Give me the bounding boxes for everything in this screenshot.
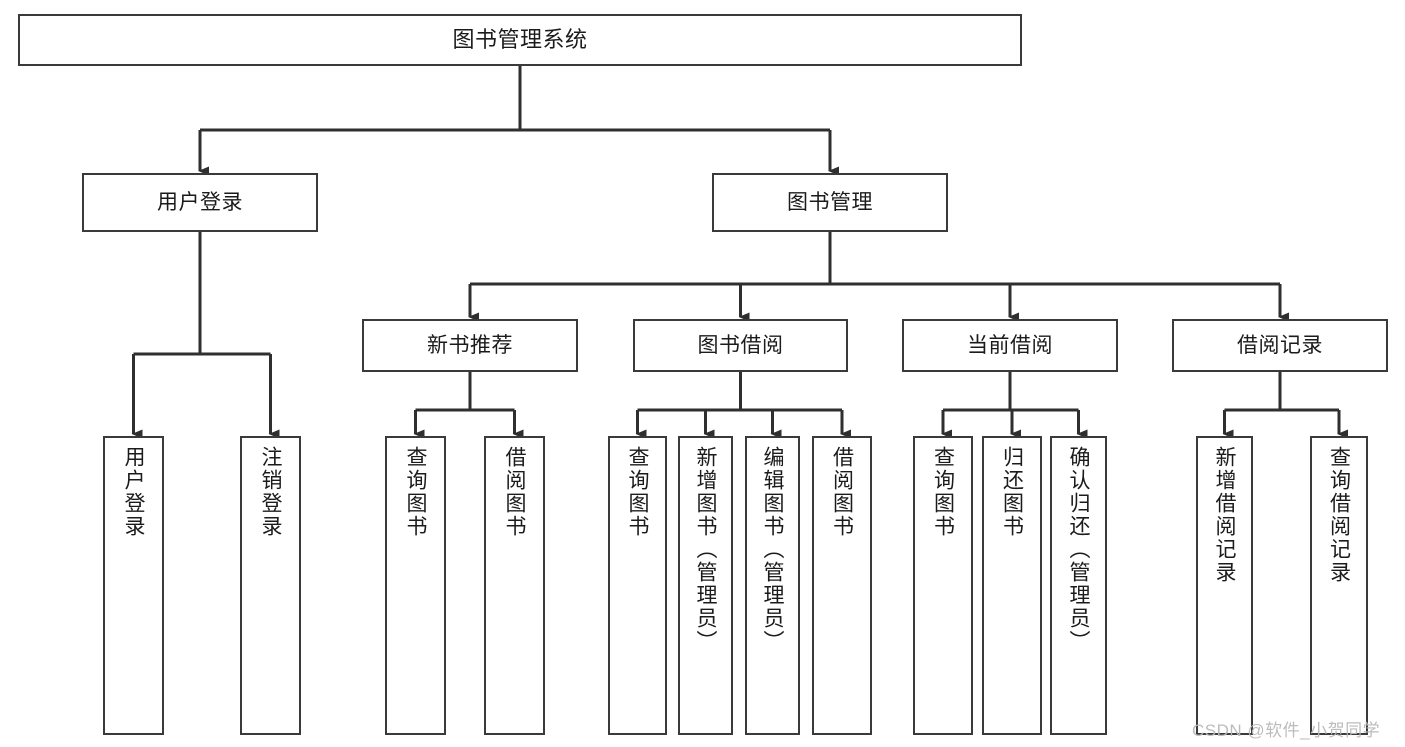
node-label: 编辑图书（管理员） [761,446,784,653]
node-l3-brw-edit[interactable]: 编辑图书（管理员） [745,436,800,735]
node-root[interactable]: 图书管理系统 [18,14,1022,66]
node-l2-records[interactable]: 借阅记录 [1172,319,1388,372]
node-l3-new-borrow[interactable]: 借阅图书 [484,436,545,735]
node-l3-brw-query[interactable]: 查询图书 [608,436,667,735]
node-label: 新增借阅记录 [1213,446,1236,584]
node-l1-bookmgmt[interactable]: 图书管理 [712,173,948,232]
node-label: 借阅图书 [503,446,526,538]
node-l3-cur-confirm[interactable]: 确认归还（管理员） [1050,436,1107,735]
node-label: 借阅记录 [1237,333,1323,357]
node-label: 图书管理系统 [452,26,588,52]
node-l2-borrow[interactable]: 图书借阅 [633,319,848,372]
node-label: 用户登录 [122,446,145,538]
node-label: 新书推荐 [427,333,513,357]
node-l2-newbook[interactable]: 新书推荐 [362,319,578,372]
node-label: 确认归还（管理员） [1067,446,1090,653]
node-l1-login[interactable]: 用户登录 [82,173,318,232]
node-label: 查询图书 [931,446,955,538]
node-label: 借阅图书 [830,446,854,538]
node-label: 图书借阅 [697,333,784,357]
node-label: 查询借阅记录 [1327,446,1351,584]
node-label: 当前借阅 [967,333,1053,357]
node-l3-brw-add[interactable]: 新增图书（管理员） [678,436,733,735]
node-label: 查询图书 [626,446,649,538]
node-l3-rec-add[interactable]: 新增借阅记录 [1196,436,1253,735]
node-l3-rec-query[interactable]: 查询借阅记录 [1310,436,1368,735]
node-label: 用户登录 [157,190,243,214]
node-label: 归还图书 [1000,446,1024,538]
node-l3-cur-query[interactable]: 查询图书 [913,436,973,735]
node-l3-new-query[interactable]: 查询图书 [385,436,446,735]
node-label: 查询图书 [404,446,427,538]
node-label: 新增图书（管理员） [694,446,717,653]
node-l2-current[interactable]: 当前借阅 [902,319,1118,372]
node-l3-brw-lend[interactable]: 借阅图书 [812,436,872,735]
node-l3-cur-return[interactable]: 归还图书 [982,436,1042,735]
node-label: 注销登录 [259,446,282,538]
node-l3-user-logout[interactable]: 注销登录 [240,436,301,735]
node-label: 图书管理 [787,190,873,214]
node-l3-user-login[interactable]: 用户登录 [103,436,164,735]
